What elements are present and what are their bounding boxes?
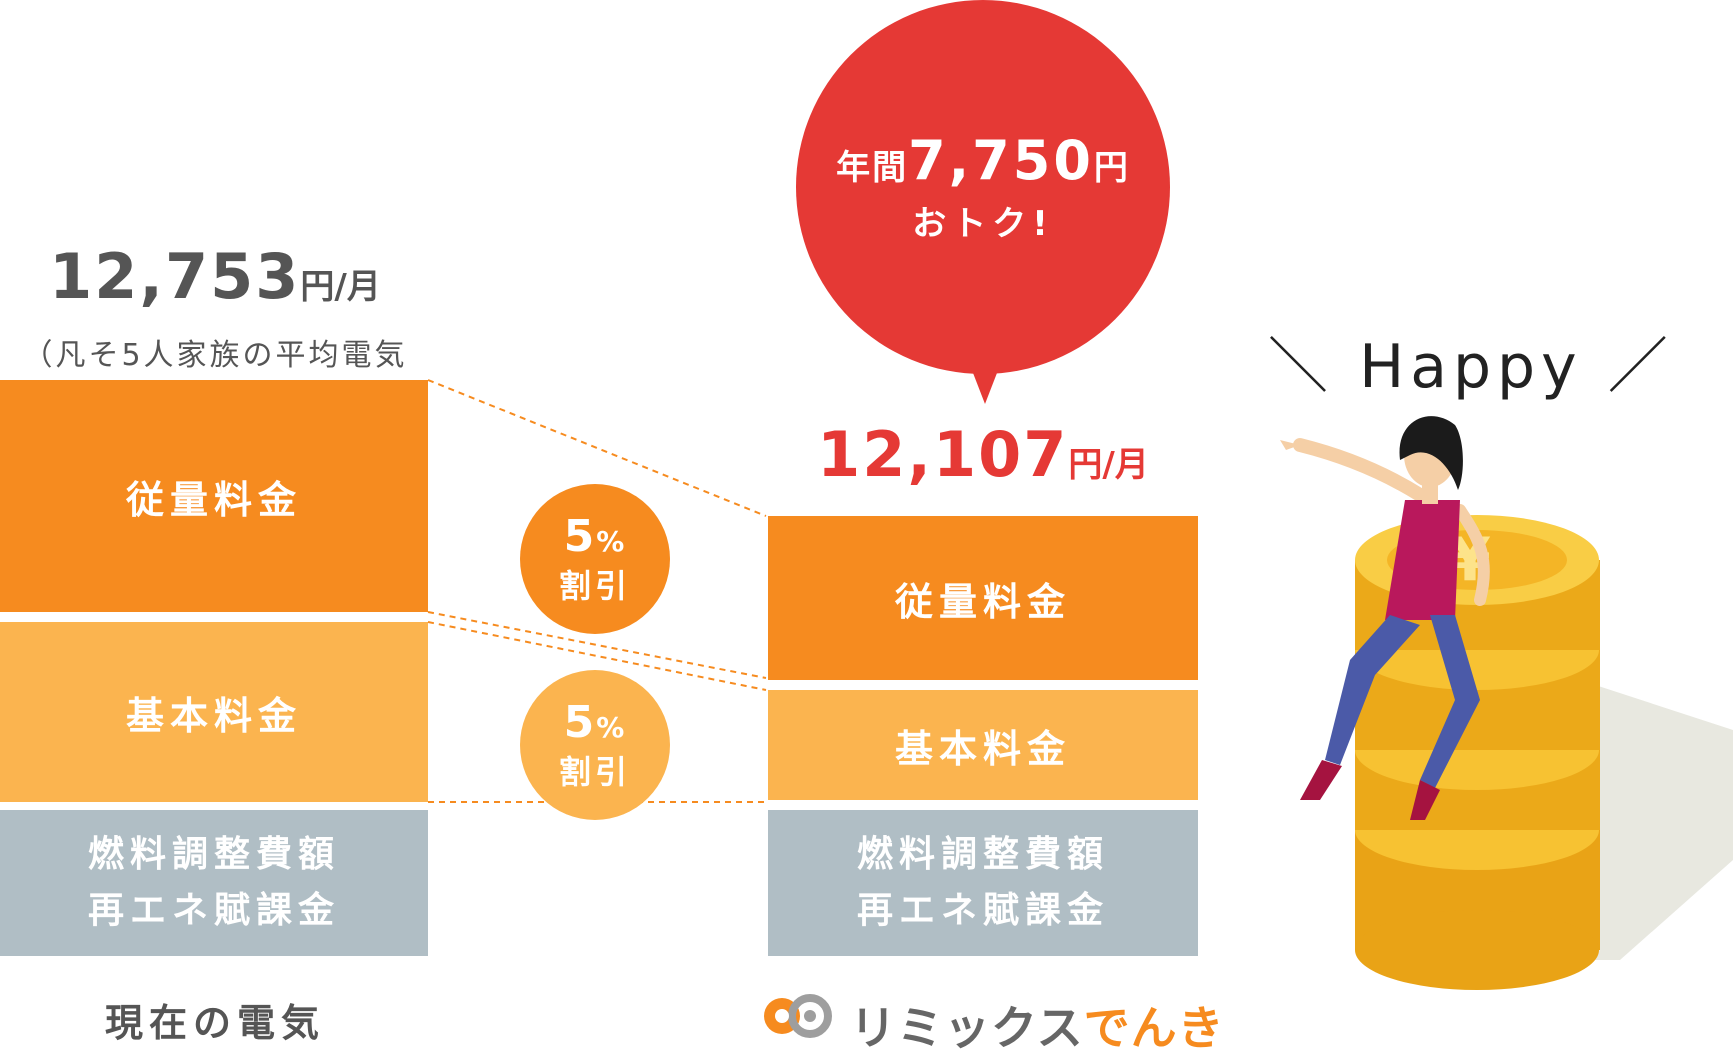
basic-discount-percent-sign: % bbox=[596, 710, 627, 744]
remix-fuel-label-2: 再エネ賦課金 bbox=[856, 890, 1109, 931]
remix-usage-label: 従量料金 bbox=[894, 579, 1071, 624]
current-fuel-block: 燃料調整費額 再エネ賦課金 bbox=[0, 810, 428, 956]
current-usage-block: 従量料金 bbox=[0, 380, 428, 612]
remix-usage-block: 従量料金 bbox=[768, 516, 1198, 680]
woman-figure bbox=[1280, 416, 1490, 820]
current-price: 12,753円/月 bbox=[0, 240, 430, 313]
basic-discount-label: 割引 bbox=[558, 752, 631, 791]
basic-discount-badge: 5% 割引 bbox=[520, 670, 670, 820]
usage-discount-badge: 5% 割引 bbox=[520, 484, 670, 634]
current-price-unit: 円/月 bbox=[300, 267, 381, 307]
remix-logo-text: リミックスでんき bbox=[850, 992, 1225, 1058]
woman-on-coins-illustration: ¥ bbox=[1280, 416, 1733, 990]
remix-price: 12,107円/月 bbox=[768, 418, 1198, 491]
connector-mid-2 bbox=[427, 621, 767, 691]
logo-name-main: リミックス bbox=[850, 1001, 1084, 1055]
current-fuel-label-1: 燃料調整費額 bbox=[87, 834, 340, 875]
current-caption: 現在の電気 bbox=[104, 1001, 325, 1045]
usage-discount-label: 割引 bbox=[558, 566, 631, 605]
savings-suffix: 円 bbox=[1093, 148, 1130, 188]
savings-line2: おトク! bbox=[912, 204, 1054, 244]
savings-amount: 7,750 bbox=[908, 129, 1094, 192]
connector-top bbox=[427, 379, 767, 517]
current-basic-label: 基本料金 bbox=[125, 693, 302, 738]
remix-fuel-block: 燃料調整費額 再エネ賦課金 bbox=[768, 810, 1198, 956]
current-price-value: 12,753 bbox=[49, 240, 301, 313]
remix-basic-block: 基本料金 bbox=[768, 690, 1198, 800]
savings-prefix: 年間 bbox=[836, 148, 909, 188]
bubble-tail bbox=[968, 360, 1002, 404]
remix-price-value: 12,107 bbox=[817, 418, 1069, 491]
logo-name-accent: でんき bbox=[1083, 1001, 1225, 1055]
usage-discount-percent: 5 bbox=[563, 510, 597, 562]
current-basic-block: 基本料金 bbox=[0, 622, 428, 802]
current-fuel-label-2: 再エネ賦課金 bbox=[87, 890, 340, 931]
current-usage-label: 従量料金 bbox=[125, 477, 302, 522]
savings-bubble: 年間7,750円 おトク! bbox=[796, 0, 1170, 374]
remix-price-unit: 円/月 bbox=[1068, 445, 1149, 485]
basic-discount-percent: 5 bbox=[563, 696, 597, 748]
remix-logo-icon bbox=[764, 994, 832, 1038]
remix-basic-label: 基本料金 bbox=[894, 726, 1071, 771]
remix-fuel-label-1: 燃料調整費額 bbox=[856, 834, 1109, 875]
connector-mid-1 bbox=[427, 611, 767, 679]
happy-text: ＼ Happy ／ bbox=[1268, 332, 1674, 402]
usage-discount-percent-sign: % bbox=[596, 524, 627, 558]
coin-shadow bbox=[1580, 680, 1733, 960]
